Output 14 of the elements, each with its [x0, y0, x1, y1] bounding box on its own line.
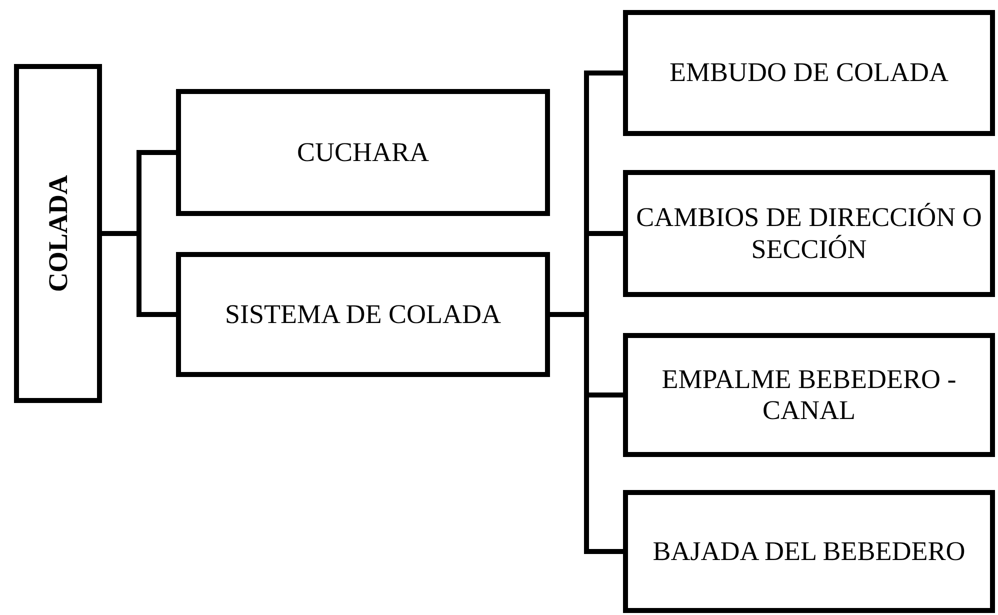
text-box — [623, 170, 995, 297]
node-label: EMBUDO DE COLADA — [670, 57, 948, 89]
text-box — [623, 490, 995, 613]
node-label: SISTEMA DE COLADA — [224, 298, 501, 330]
text-box — [623, 333, 995, 457]
node-label: CUCHARA — [296, 136, 430, 168]
text-box — [176, 252, 550, 377]
text-box — [14, 64, 102, 403]
node-label: BAJADA DEL BEBEDERO — [652, 536, 966, 568]
text-box — [176, 89, 550, 216]
node-label: EMPALME BEBEDERO - CANAL — [660, 364, 958, 426]
node-label: COLADA — [42, 174, 74, 292]
text-box — [623, 10, 995, 136]
node-label: CAMBIOS DE DIRECCIÓN O SECCIÓN — [635, 202, 983, 265]
